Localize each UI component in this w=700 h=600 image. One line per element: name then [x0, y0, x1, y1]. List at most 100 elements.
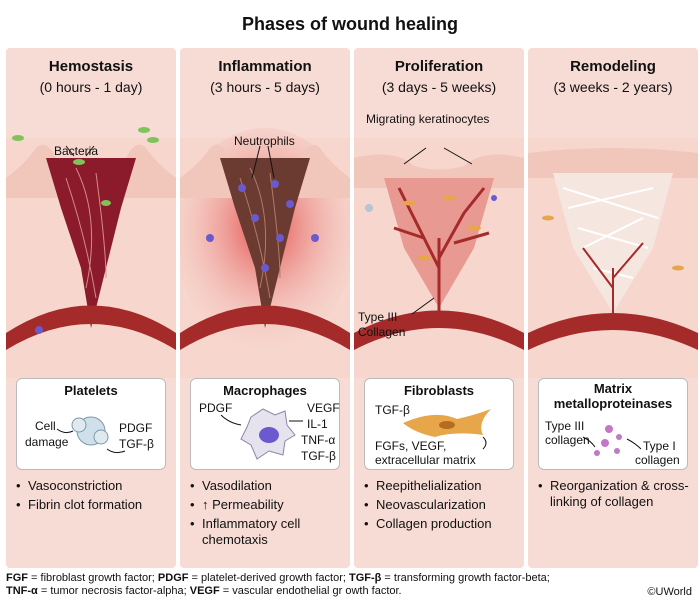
- blood-vessel: [180, 305, 350, 350]
- panel-proliferation: Proliferation (3 days - 5 weeks) Migrati…: [354, 48, 524, 568]
- pointer-line: [85, 145, 95, 157]
- pointer-line: [267, 145, 275, 179]
- platelets-callout: Platelets Cell damage PDGF TGF-β: [16, 378, 166, 470]
- phase-time: (3 hours - 5 days): [210, 79, 320, 95]
- copyright: ©UWorld: [647, 586, 692, 598]
- arrow-icon: [56, 428, 74, 434]
- pdgf-text: PDGF: [119, 421, 153, 435]
- platelet-icon: [93, 429, 109, 445]
- type3-label: Type III: [358, 310, 398, 324]
- hemostasis-scene: [6, 127, 176, 378]
- panel-inflammation: Inflammation (3 hours - 5 days) Neutroph…: [180, 48, 350, 568]
- arrow-icon: [582, 436, 596, 448]
- bacteria-label: Bacteria: [54, 144, 99, 158]
- neutrophil-icon: [311, 234, 319, 242]
- damage-text: damage: [25, 435, 69, 449]
- pdgf-text: PDGF: [199, 401, 233, 415]
- fgfs-text: FGFs, VEGF,: [375, 439, 447, 453]
- blood-clot: [46, 158, 136, 328]
- footnote-line-2: TNF-α = tumor necrosis factor-alpha; VEG…: [6, 585, 606, 598]
- proliferation-scene: [354, 138, 524, 378]
- protein-icon: [616, 434, 622, 440]
- phase-name: Inflammation: [218, 58, 312, 75]
- mmp-illustration: [582, 425, 642, 456]
- protein-icon: [605, 425, 613, 433]
- inflammation-bullets: Vasodilation ↑ Permeability Inflammatory…: [190, 478, 348, 551]
- tgfb-text: TGF-β: [119, 437, 154, 451]
- hemostasis-bullets: Vasoconstriction Fibrin clot formation: [16, 478, 174, 516]
- phase-name: Remodeling: [570, 58, 656, 75]
- collagen-text: collagen: [635, 453, 680, 467]
- bullet-item: Reorganization & cross-linking of collag…: [538, 478, 696, 510]
- bullet-item: Inflammatory cell chemotaxis: [190, 516, 348, 548]
- bacteria-icon: [101, 200, 111, 206]
- bullet-item: Vasodilation: [190, 478, 348, 494]
- nucleus-icon: [259, 427, 279, 443]
- callout-title: Macrophages: [223, 383, 307, 398]
- arrow-icon: [220, 414, 242, 426]
- type1-text: Type I: [643, 439, 676, 453]
- skin-layer: [528, 148, 698, 178]
- vegf-text: VEGF: [307, 401, 340, 415]
- bacteria-icon: [138, 127, 150, 133]
- fibrin-strands: [65, 167, 107, 299]
- abbreviations-footnote: FGF = fibroblast growth factor; PDGF = p…: [6, 572, 606, 598]
- footnote-line-1: FGF = fibroblast growth factor; PDGF = p…: [6, 572, 606, 585]
- neutrophil-icon: [286, 200, 294, 208]
- fibroblast-icon: [542, 215, 554, 221]
- keratinocytes-label: Migrating keratinocytes: [366, 112, 490, 126]
- blood-vessel: [354, 310, 524, 350]
- cell-icon: [491, 195, 497, 201]
- matrix-text: extracellular matrix: [375, 453, 476, 467]
- type3-text: Type III: [545, 419, 585, 433]
- arrow-icon: [106, 448, 126, 454]
- fibroblasts-callout: Fibroblasts TGF-β FGFs, VEGF, extracellu…: [364, 378, 514, 470]
- footnote-term: FGF: [6, 572, 28, 584]
- blood-vessel: [6, 305, 176, 350]
- cell-icon: [35, 326, 43, 334]
- neutrophil-icon: [251, 214, 259, 222]
- diagram-title: Phases of wound healing: [241, 14, 459, 34]
- phase-time: (0 hours - 1 day): [39, 79, 143, 95]
- bullet-item: Neovascularization: [364, 497, 522, 513]
- footnote-term: TGF-β: [348, 572, 382, 584]
- tnfa-text: TNF-α: [301, 433, 336, 447]
- remodeling-bullets: Reorganization & cross-linking of collag…: [538, 478, 696, 513]
- cell-icon: [365, 204, 373, 212]
- neutrophil-icon: [271, 180, 279, 188]
- arrow-icon: [482, 436, 487, 450]
- neutrophils-label: Neutrophils: [234, 134, 295, 148]
- neutrophil-icon: [206, 234, 214, 242]
- protein-icon: [601, 439, 609, 447]
- tgfb-text: TGF-β: [301, 449, 336, 463]
- collagen-matrix: [553, 173, 673, 313]
- pointer-line: [65, 145, 75, 157]
- inflammation-scene: [180, 128, 350, 378]
- arrow-icon: [626, 438, 642, 450]
- proliferation-bullets: Reepithelialization Neovascularization C…: [364, 478, 522, 535]
- wound-bed: [220, 158, 310, 328]
- footnote-term: PDGF: [157, 572, 189, 584]
- bullet-item: Vasoconstriction: [16, 478, 174, 494]
- neutrophil-icon: [261, 264, 269, 272]
- protein-icon: [594, 450, 600, 456]
- collagen-text: collagen: [545, 433, 590, 447]
- fibroblast-icon: [672, 265, 684, 271]
- footnote-definition: = vascular endothelial gr owth factor.: [219, 585, 402, 597]
- callout-title: Platelets: [64, 383, 118, 398]
- phase-time: (3 weeks - 2 years): [553, 79, 673, 95]
- tgfb-text: TGF-β: [375, 403, 410, 417]
- bullet-item: Fibrin clot formation: [16, 497, 174, 513]
- remodeling-scene: [528, 138, 698, 378]
- il1-text: IL-1: [307, 417, 328, 431]
- bacteria-icon: [147, 137, 159, 143]
- fibroblast-icon: [417, 255, 431, 261]
- footnote-definition: = fibroblast growth factor;: [28, 572, 158, 584]
- bacteria-icon: [12, 135, 24, 141]
- collagen-label: Collagen: [358, 325, 406, 339]
- phase-name: Proliferation: [394, 58, 484, 75]
- platelet-icon: [71, 417, 87, 433]
- callout-title: Fibroblasts: [403, 383, 475, 398]
- pointer-line: [443, 147, 473, 165]
- mmp-callout: Matrix metalloproteinases Type III colla…: [538, 378, 688, 470]
